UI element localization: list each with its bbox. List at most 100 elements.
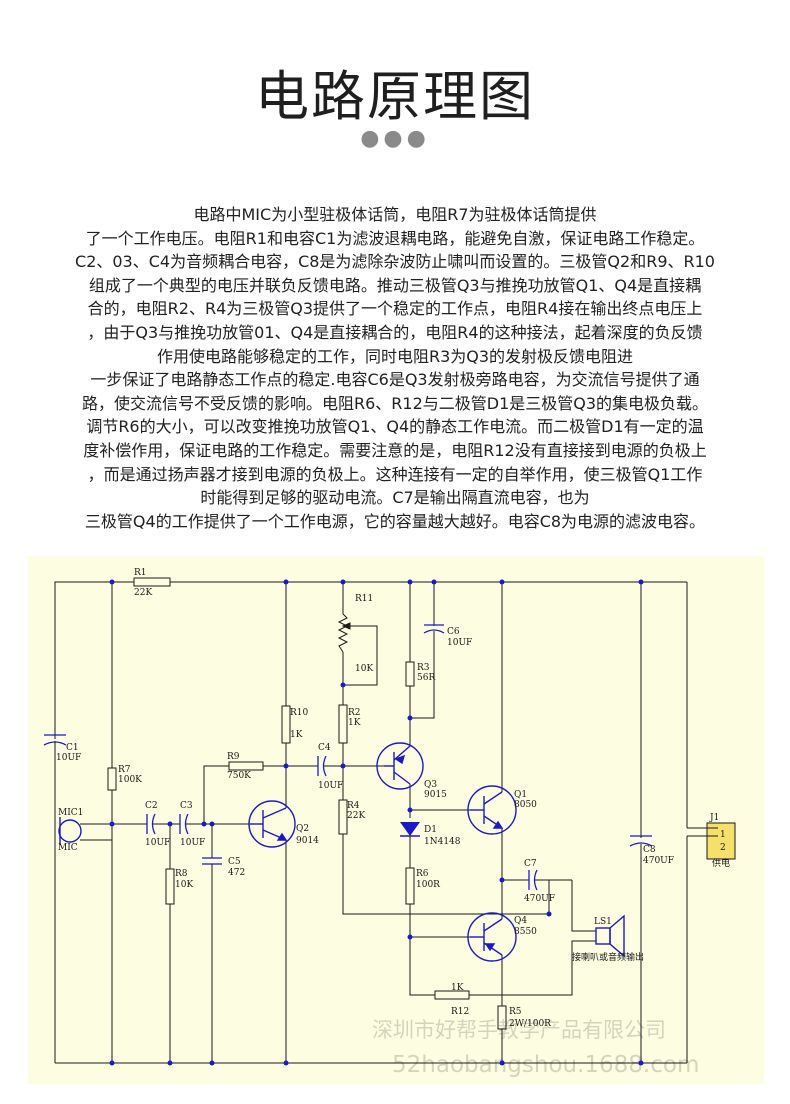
description-line: 度补偿作用，保证电路的工作稳定。需要注意的是，电阻R12没有直接接到电源的负极上 [83, 440, 707, 460]
label-d1: D1 [424, 825, 437, 835]
value-c7: 470UF [524, 894, 555, 904]
description-line: 合的，电阻R2、R4为三极管Q3提供了一个稳定的工作点，电阻R4接在输出终点电压… [87, 299, 703, 319]
value-r5: 2W/100R [509, 1019, 551, 1029]
description-line: 了一个工作电压。电阻R1和电容C1为滤波退耦电路，能避免自激，保证电路工作稳定。 [85, 228, 705, 248]
c5-capacitor-symbol [202, 857, 222, 865]
value-r9: 750K [227, 771, 251, 781]
value-r7: 100K [118, 775, 142, 785]
label-c6: C6 [447, 627, 460, 637]
label-q4: Q4 [514, 916, 527, 926]
label-r1: R1 [134, 568, 147, 578]
q4-transistor-symbol [467, 912, 517, 962]
description-line: 组成了一个典型的电压并联负反馈电路。推动三极管Q3与推挽功放管Q1、Q4是直接耦 [88, 275, 702, 295]
label-c7: C7 [524, 859, 537, 869]
value-r10: 1K [290, 730, 303, 740]
r11-potentiometer-symbol [337, 613, 351, 653]
value-r8: 10K [175, 880, 193, 890]
label-r11: R11 [355, 594, 373, 604]
description-line: 作用使电路能够稳定的工作，同时电阻R3为Q3的发射极反馈电阻进 [156, 346, 634, 366]
value-q2: 9014 [296, 836, 319, 846]
label-c1: C1 [66, 743, 79, 753]
label-r8: R8 [175, 869, 188, 879]
value-c4: 10UF [318, 781, 343, 791]
value-q1: 8050 [514, 800, 537, 810]
value-c3: 10UF [180, 838, 205, 848]
description-line: ，而是通过扬声器才接到电源的负极上。这种连接有一定的自举作用，使三极管Q1工作 [87, 464, 703, 484]
value-c6: 10UF [447, 638, 472, 648]
value-r11: 10K [355, 664, 373, 674]
value-r6: 100R [416, 880, 440, 890]
r4-resistor-symbol [338, 799, 348, 835]
label-r7: R7 [118, 765, 131, 775]
q2-transistor-symbol [248, 800, 296, 848]
r3-resistor-symbol [405, 661, 415, 687]
description-line: ，由于Q3与推挽功放管01、Q4是直接耦合的，电阻R4的这种接法，起着深度的负反… [87, 322, 703, 342]
label-r9: R9 [227, 752, 240, 762]
value-r3: 56R [417, 673, 435, 683]
r1-resistor-symbol [133, 577, 171, 587]
c7-capacitor-symbol [528, 869, 538, 891]
c2-capacitor-symbol [146, 813, 156, 835]
c8-capacitor-symbol [629, 835, 653, 847]
c4-capacitor-symbol [317, 755, 327, 777]
label-ls1: LS1 [594, 917, 612, 927]
r7-resistor-symbol [107, 767, 117, 791]
r12-resistor-symbol [434, 990, 470, 1000]
description-line: 时能得到足够的驱动电流。C7是输出隔直流电容，也为 [200, 488, 590, 508]
junction-dots [109, 579, 644, 1066]
r9-resistor-symbol [228, 761, 264, 771]
label-c5: C5 [228, 857, 241, 867]
value-q3: 9015 [424, 790, 447, 800]
value-r1: 22K [134, 588, 152, 598]
label-r2: R2 [348, 708, 361, 718]
label-power-supply: 供电 [712, 857, 730, 869]
value-q4: 8550 [514, 927, 537, 937]
value-r12: 1K [451, 983, 464, 993]
c6-capacitor-symbol [423, 624, 445, 634]
label-r3: R3 [417, 663, 430, 673]
j1-pin-1: 1 [720, 830, 726, 840]
value-c2: 10UF [145, 838, 170, 848]
j1-connector-symbol [706, 822, 736, 860]
label-r12: R12 [451, 1007, 469, 1017]
q3-transistor-symbol [376, 742, 424, 790]
r10-resistor-symbol [281, 705, 291, 744]
title-divider-dots: ●●● [360, 126, 430, 151]
description-line: 三极管Q4的工作提供了一个工作电源，它的容量越大越好。电容C8为电源的滤波电容。 [84, 511, 706, 531]
c1-capacitor-symbol [43, 734, 67, 746]
c3-capacitor-symbol [179, 813, 189, 835]
label-c8: C8 [643, 845, 656, 855]
value-c1: 10UF [56, 753, 81, 763]
description-line: 一步保证了电路静态工作点的稳定.电容C6是Q3发射极旁路电容，为交流信号提供了通 [90, 370, 700, 390]
label-q1: Q1 [514, 790, 527, 800]
description-line: 路，使交流信号不受反馈的影响。电阻R6、R12与二极管D1是三极管Q3的集电极负… [81, 393, 709, 413]
value-d1: 1N4148 [424, 837, 461, 847]
value-r4: 22K [347, 811, 365, 821]
q1-transistor-symbol [467, 785, 517, 835]
label-r6: R6 [416, 869, 429, 879]
circuit-schematic: R1 22K R11 10K C6 10UF R3 56R R10 1K R2 … [28, 556, 764, 1084]
label-r4: R4 [347, 801, 360, 811]
circuit-description: 电路中MIC为小型驻极体话筒，电阻R7为驻极体话筒提供 了一个工作电压。电阻R1… [20, 203, 770, 533]
description-line: 调节R6的大小，可以改变推挽功放管Q1、Q4的静态工作电流。而二极管D1有一定的… [86, 417, 704, 437]
label-q3: Q3 [424, 780, 437, 790]
r6-resistor-symbol [405, 867, 415, 905]
r2-resistor-symbol [338, 704, 348, 744]
d1-diode-symbol [400, 822, 420, 837]
value-c8: 470UF [643, 856, 674, 866]
label-r10: R10 [290, 708, 309, 718]
label-mic: MIC [58, 843, 78, 853]
mic1-microphone-symbol [58, 817, 82, 845]
label-c2: C2 [145, 801, 158, 811]
label-q2: Q2 [296, 824, 309, 834]
speaker-output-note: 接喇叭或音频输出 [572, 951, 644, 963]
schematic-background [28, 556, 764, 1084]
description-line: 电路中MIC为小型驻极体话筒，电阻R7为驻极体话筒提供 [193, 205, 597, 224]
label-mic1: MIC1 [58, 808, 83, 818]
ls1-speaker-symbol [595, 914, 625, 958]
j1-pin-2: 2 [720, 843, 726, 853]
circuit-wires [54, 581, 707, 1064]
r5-resistor-symbol [497, 1005, 507, 1030]
watermark-url: 52haobangshou.1688.com [392, 1052, 700, 1078]
watermark-company: 深圳市好帮手教学产品有限公司 [372, 1018, 666, 1042]
